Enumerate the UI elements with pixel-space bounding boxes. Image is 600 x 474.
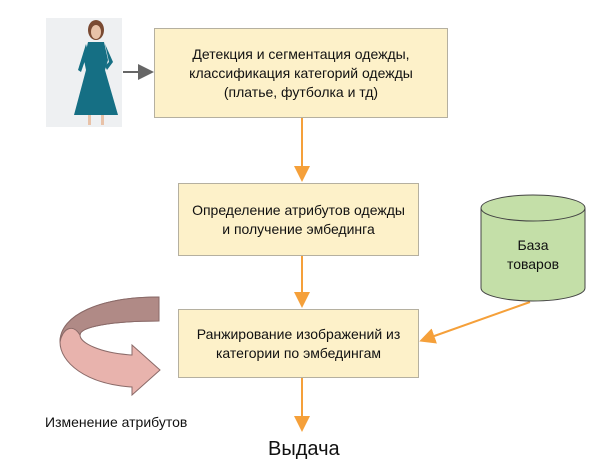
loop-arrow-icon: [59, 296, 161, 397]
output-label: Выдача: [268, 438, 340, 460]
step-detection-segmentation: Детекция и сегментация одежды, классифик…: [154, 28, 448, 118]
step-ranking: Ранжирование изображений из категории по…: [178, 309, 419, 378]
database-cylinder: [480, 194, 586, 302]
loop-label: Изменение атрибутов: [45, 414, 188, 430]
database-label: База товаров: [506, 237, 560, 272]
dress-photo: [46, 18, 122, 127]
step-attribute-embedding: Определение атрибутов одежды и получение…: [178, 183, 419, 256]
arrow-db-to-step3: [419, 301, 531, 344]
